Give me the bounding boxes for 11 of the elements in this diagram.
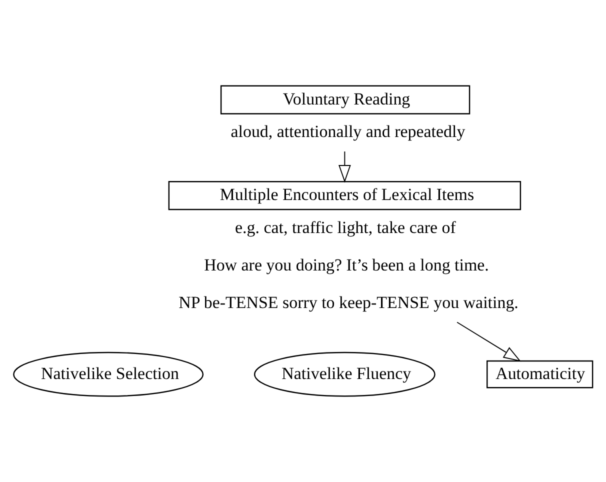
node-label: aloud, attentionally and repeatedly: [230, 122, 466, 141]
node-ellipse: Nativelike Selection: [13, 352, 204, 397]
node-label: e.g. cat, traffic light, take care of: [234, 218, 456, 237]
node-box: Multiple Encounters of Lexical Items: [168, 181, 522, 210]
arrow: [456, 322, 522, 362]
node-box: Voluntary Reading: [220, 85, 470, 114]
node-label: NP be-TENSE sorry to keep-TENSE you waiting.: [178, 292, 518, 312]
node-label: How are you doing? It’s been a long time.: [204, 255, 489, 274]
node-ellipse: Nativelike Fluency: [254, 352, 436, 397]
node-box: Automaticity: [486, 360, 594, 388]
arrow: [338, 150, 351, 183]
